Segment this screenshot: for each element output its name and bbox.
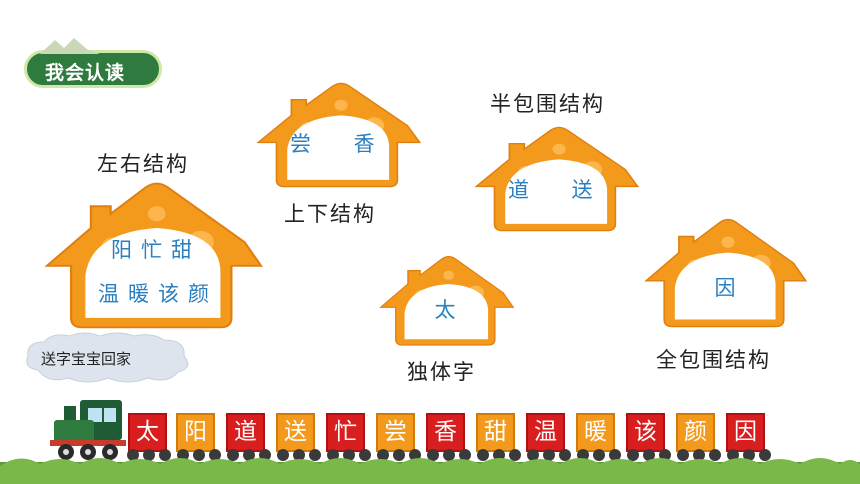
group-label-half-enclosure: 半包围结构 <box>490 92 605 116</box>
train-car: 因 <box>726 413 765 452</box>
mountain-icon <box>40 38 100 54</box>
train-car: 尝 <box>376 413 415 452</box>
train-car: 暖 <box>576 413 615 452</box>
train-car: 温 <box>526 413 565 452</box>
chars-left-right-line1: 阳忙甜 <box>111 238 201 262</box>
chars-half-enclosure: 道 送 <box>508 178 611 202</box>
train-car: 道 <box>226 413 265 452</box>
train-car: 太 <box>128 413 167 452</box>
group-label-single: 独体字 <box>407 360 476 384</box>
group-label-full-enclosure: 全包围结构 <box>656 348 771 372</box>
train-car: 甜 <box>476 413 515 452</box>
cloud-bubble <box>26 332 189 383</box>
page-title: 我会认读 <box>45 62 126 84</box>
group-label-left-right: 左右结构 <box>97 152 189 176</box>
cloud-text: 送字宝宝回家 <box>41 350 132 368</box>
train-wheels <box>127 449 771 461</box>
grass-ground <box>0 458 860 484</box>
title-badge <box>24 50 162 88</box>
chars-left-right-line2: 温暖该颜 <box>98 282 218 306</box>
train-car: 忙 <box>326 413 365 452</box>
train-car: 该 <box>626 413 665 452</box>
train-engine-icon <box>50 400 126 460</box>
train-car: 香 <box>426 413 465 452</box>
train-car: 送 <box>276 413 315 452</box>
chars-full-enclosure: 因 <box>714 276 736 300</box>
train-car: 阳 <box>176 413 215 452</box>
chars-top-bottom: 尝 香 <box>290 132 393 156</box>
group-label-top-bottom: 上下结构 <box>284 202 376 226</box>
train-car: 颜 <box>676 413 715 452</box>
chars-single: 太 <box>434 298 456 322</box>
